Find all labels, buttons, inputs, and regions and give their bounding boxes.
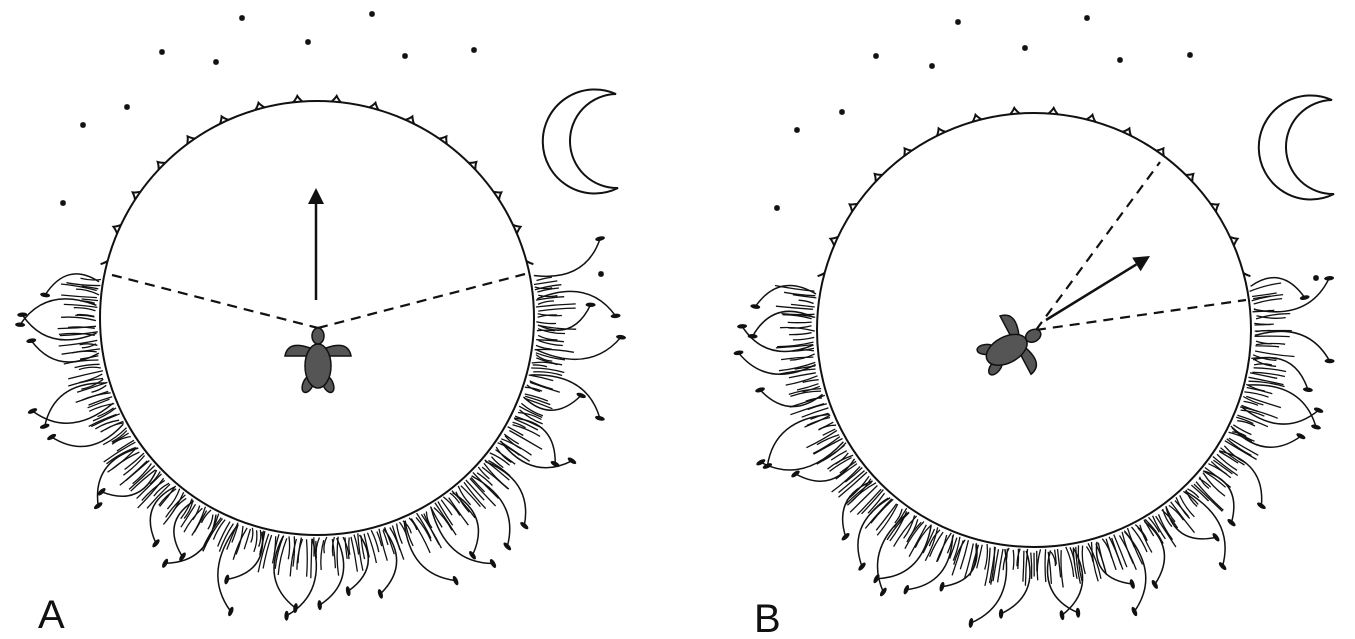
star-icon [839,109,845,115]
star-icon [873,53,879,59]
star-icon [159,49,165,55]
star-icon [774,205,780,211]
star-icon [955,19,961,25]
panel-a: A [15,11,626,637]
moon-icon [543,89,618,193]
star-icon [1117,57,1123,63]
star-icon [402,53,408,59]
star-icon [598,271,604,277]
panel-b: B [733,15,1334,639]
star-icon [60,200,66,206]
arena-circle [100,101,534,535]
star-icon [929,63,935,69]
star-icon [794,127,800,133]
star-icon [1084,15,1090,21]
star-icon [80,122,86,128]
star-icon [1313,275,1319,281]
star-icon [369,11,375,17]
star-icon [213,59,219,65]
panel-label: B [754,597,781,639]
panel-label: A [38,593,65,637]
star-icon [1187,52,1193,58]
moon-icon [1259,95,1334,199]
star-icon [239,15,245,21]
star-icon [305,39,311,45]
star-icon [124,104,130,110]
star-icon [471,47,477,53]
star-icon [1022,45,1028,51]
